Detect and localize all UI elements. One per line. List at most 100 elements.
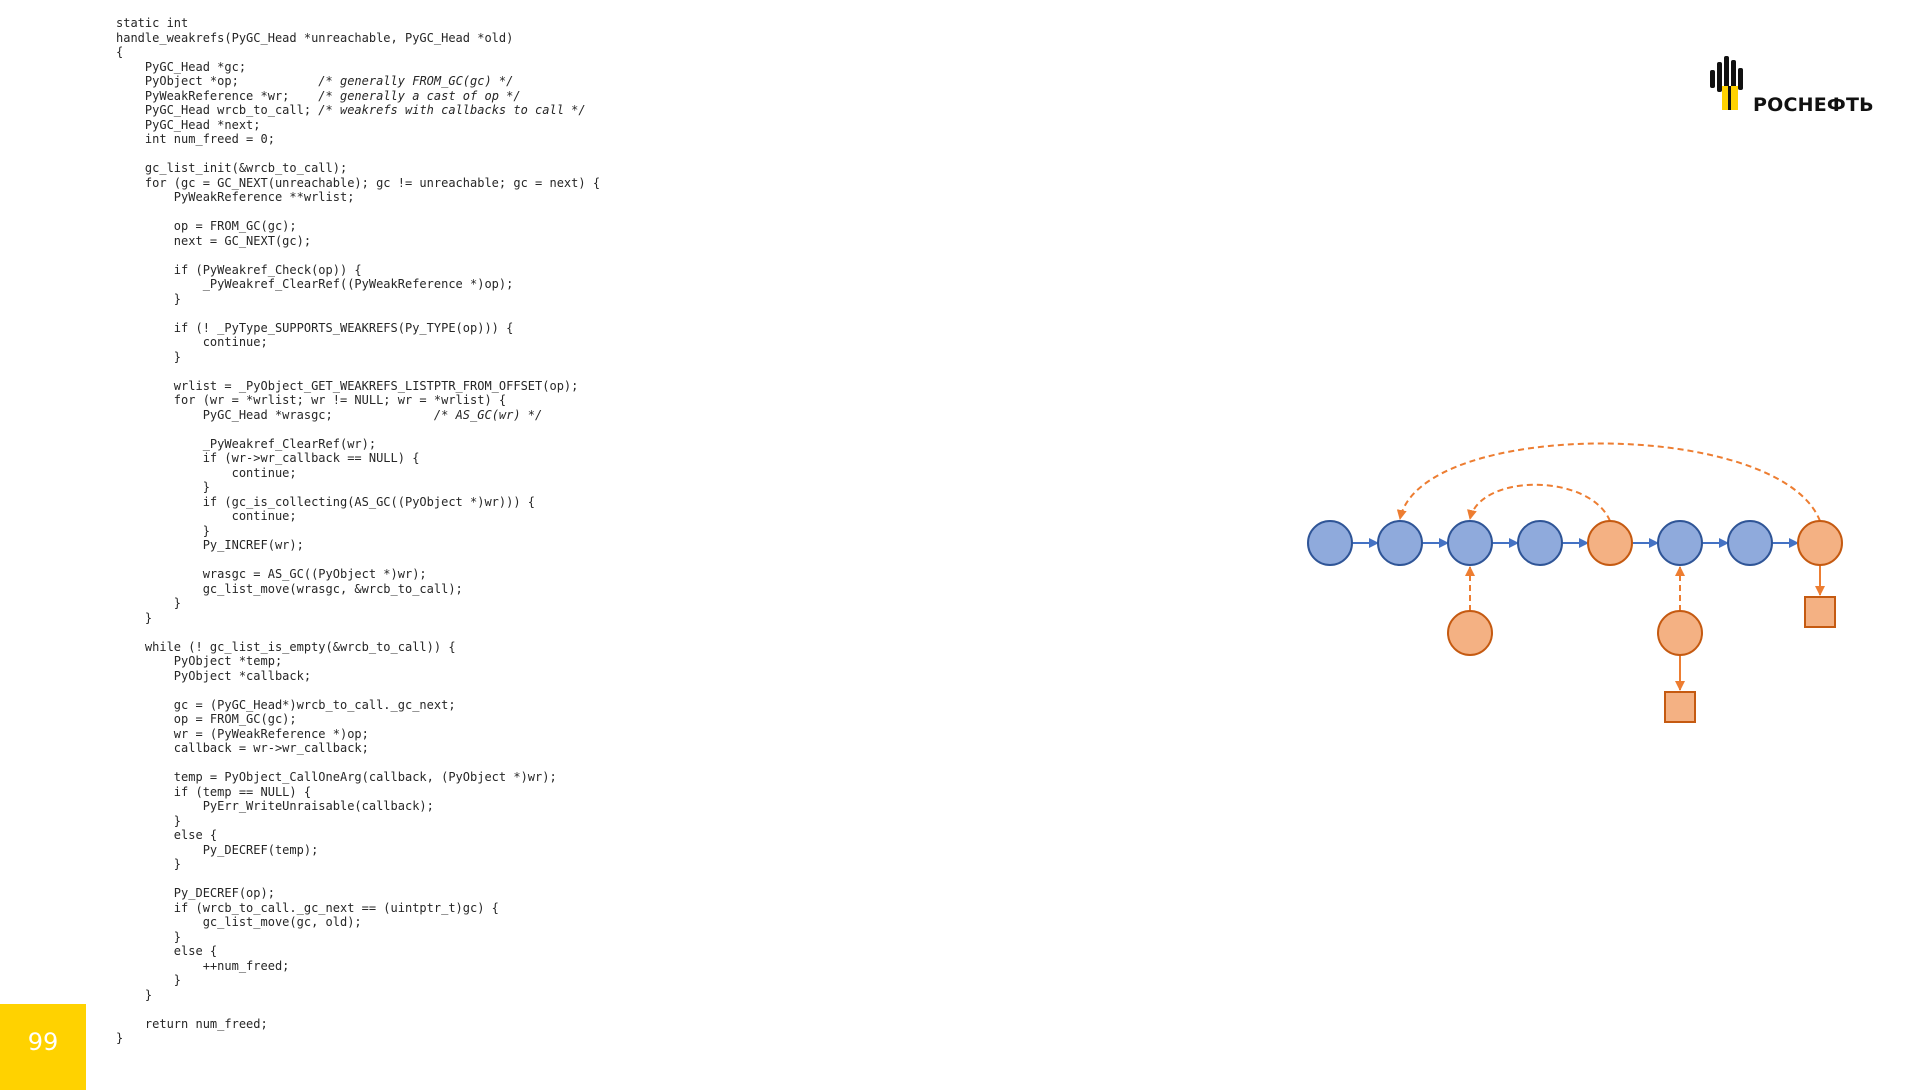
list-node	[1797, 520, 1843, 566]
code-line: wrasgc = AS_GC((PyObject *)wr);	[116, 567, 600, 582]
code-line: }	[116, 857, 600, 872]
code-line	[116, 205, 600, 220]
code-text: if (PyWeakref_Check(op)) {	[116, 262, 362, 277]
code-text: }	[116, 480, 210, 494]
code-comment: /* generally a cast of op */	[318, 88, 521, 103]
code-line: PyErr_WriteUnraisable(callback);	[116, 799, 600, 814]
code-text: }	[116, 857, 182, 871]
code-text: }	[116, 523, 210, 538]
code-text: PyErr_WriteUnraisable(callback);	[116, 799, 434, 813]
code-line	[116, 147, 600, 162]
code-line: gc = (PyGC_Head*)wrcb_to_call._gc_next;	[116, 698, 600, 713]
code-text: ++num_freed;	[116, 958, 290, 973]
weakref-arc	[1396, 442, 1821, 522]
code-text: _PyWeakref_ClearRef(wr);	[116, 436, 377, 451]
code-line: continue;	[116, 335, 600, 350]
code-text: for (gc = GC_NEXT(unreachable); gc != un…	[116, 175, 601, 190]
code-text: while (! gc_list_is_empty(&wrcb_to_call)…	[116, 639, 456, 654]
code-line: continue;	[116, 466, 600, 481]
code-line: while (! gc_list_is_empty(&wrcb_to_call)…	[116, 640, 600, 655]
code-line: _PyWeakref_ClearRef(wr);	[116, 437, 600, 452]
code-line: PyObject *callback;	[116, 669, 600, 684]
code-line: }	[116, 988, 600, 1003]
code-line	[116, 625, 600, 640]
code-line: if (PyWeakref_Check(op)) {	[116, 263, 600, 278]
code-text: continue;	[116, 465, 297, 480]
code-text: if (wr->wr_callback == NULL) {	[116, 451, 420, 465]
code-line	[116, 248, 600, 263]
code-line: static int	[116, 16, 600, 31]
list-node	[1727, 520, 1773, 566]
code-line: wr = (PyWeakReference *)op;	[116, 727, 600, 742]
code-text: op = FROM_GC(gc);	[116, 219, 297, 233]
code-text: if (wrcb_to_call._gc_next == (uintptr_t)…	[116, 900, 499, 915]
code-line: op = FROM_GC(gc);	[116, 219, 600, 234]
list-node	[1307, 520, 1353, 566]
code-text: }	[116, 291, 182, 306]
list-node	[1657, 520, 1703, 566]
code-text: }	[116, 813, 182, 828]
code-text: Py_DECREF(op);	[116, 886, 275, 900]
list-node	[1447, 520, 1493, 566]
code-text: }	[116, 610, 153, 625]
code-line: }	[116, 611, 600, 626]
code-text: next = GC_NEXT(gc);	[116, 233, 312, 248]
logo-wordmark: РОСНЕФТЬ	[1753, 94, 1874, 116]
code-line: return num_freed;	[116, 1017, 600, 1032]
list-node	[1587, 520, 1633, 566]
code-line: temp = PyObject_CallOneArg(callback, (Py…	[116, 770, 600, 785]
code-text: }	[116, 349, 182, 364]
code-text: PyGC_Head wrcb_to_call;	[116, 103, 319, 117]
page-number: 99	[27, 1028, 59, 1056]
code-text: PyObject *temp;	[116, 654, 283, 668]
code-line: PyGC_Head *next;	[116, 118, 600, 133]
code-text: Py_DECREF(temp);	[116, 842, 319, 857]
code-line: else {	[116, 828, 600, 843]
code-line: handle_weakrefs(PyGC_Head *unreachable, …	[116, 31, 600, 46]
code-line	[116, 553, 600, 568]
code-comment: /* generally FROM_GC(gc) */	[318, 74, 514, 88]
code-text: wrasgc = AS_GC((PyObject *)wr);	[116, 567, 427, 581]
code-text: PyWeakReference *wr;	[116, 88, 319, 103]
code-text: continue;	[116, 335, 268, 349]
code-line: if (temp == NULL) {	[116, 785, 600, 800]
code-text: gc = (PyGC_Head*)wrcb_to_call._gc_next;	[116, 697, 456, 712]
code-text: else {	[116, 944, 218, 958]
weakref-node	[1657, 610, 1703, 656]
code-text: else {	[116, 828, 218, 842]
code-line: PyWeakReference **wrlist;	[116, 190, 600, 205]
code-line: op = FROM_GC(gc);	[116, 712, 600, 727]
code-line: }	[116, 480, 600, 495]
code-text: temp = PyObject_CallOneArg(callback, (Py…	[116, 770, 557, 784]
code-text: Py_INCREF(wr);	[116, 538, 304, 552]
code-text: for (wr = *wrlist; wr != NULL; wr = *wrl…	[116, 393, 507, 407]
code-text: {	[116, 45, 124, 59]
code-line	[116, 1002, 600, 1017]
code-line: continue;	[116, 509, 600, 524]
code-comment: /* AS_GC(wr) */	[433, 407, 543, 422]
code-text: if (temp == NULL) {	[116, 784, 312, 799]
code-text: _PyWeakref_ClearRef((PyWeakReference *)o…	[116, 277, 514, 291]
code-text: PyGC_Head *next;	[116, 117, 261, 132]
code-line: gc_list_init(&wrcb_to_call);	[116, 161, 600, 176]
code-text: static int	[116, 16, 189, 30]
weakref-list-diagram	[1307, 442, 1843, 723]
code-line: Py_DECREF(temp);	[116, 843, 600, 858]
code-line: }	[116, 292, 600, 307]
weakref-node	[1447, 610, 1493, 656]
code-text: PyGC_Head *wrasgc;	[116, 407, 434, 422]
code-line: }	[116, 930, 600, 945]
code-line: ++num_freed;	[116, 959, 600, 974]
code-text: gc_list_init(&wrcb_to_call);	[116, 161, 348, 175]
code-line: _PyWeakref_ClearRef((PyWeakReference *)o…	[116, 277, 600, 292]
code-line: PyObject *op; /* generally FROM_GC(gc) *…	[116, 74, 600, 89]
code-text: }	[116, 973, 182, 987]
code-line: callback = wr->wr_callback;	[116, 741, 600, 756]
callback-box	[1664, 691, 1696, 723]
code-text: op = FROM_GC(gc);	[116, 712, 297, 726]
code-line: }	[116, 1031, 600, 1046]
code-line: }	[116, 596, 600, 611]
list-node	[1517, 520, 1563, 566]
code-text: return num_freed;	[116, 1016, 268, 1031]
